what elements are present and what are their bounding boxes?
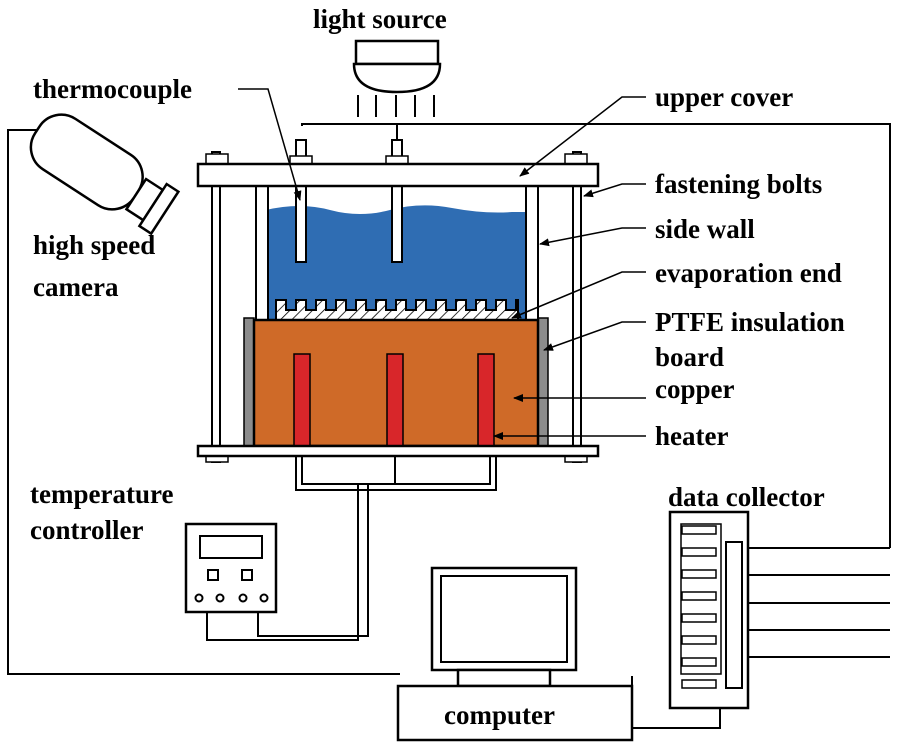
label-camera-line1: high speed bbox=[33, 230, 155, 260]
label-temp-line2: controller bbox=[30, 515, 143, 545]
upper-cover bbox=[196, 162, 600, 188]
label-thermocouple: thermocouple bbox=[33, 74, 192, 104]
data-collector-icon bbox=[668, 510, 750, 710]
label-fastening-bolts: fastening bolts bbox=[655, 169, 822, 199]
controller-icon bbox=[184, 522, 278, 614]
base-plate bbox=[196, 444, 600, 458]
heater-rod bbox=[477, 353, 495, 447]
label-ptfe-line2: board bbox=[655, 342, 724, 372]
signal-wiring bbox=[7, 123, 891, 729]
label-light-source: light source bbox=[313, 4, 447, 34]
light-source-icon bbox=[352, 39, 442, 117]
side-wall-left bbox=[255, 177, 269, 321]
label-upper-cover: upper cover bbox=[655, 82, 793, 112]
heater-rod bbox=[386, 353, 404, 447]
evaporation-end bbox=[275, 299, 519, 323]
side-wall-right bbox=[525, 177, 539, 321]
label-evaporation-end: evaporation end bbox=[655, 258, 842, 288]
label-camera-line2: camera bbox=[33, 272, 119, 302]
leader-lines bbox=[238, 88, 646, 440]
label-ptfe-line1: PTFE insulation bbox=[655, 307, 845, 337]
label-temp-line1: temperature bbox=[30, 479, 173, 509]
camera-icon bbox=[29, 113, 181, 236]
label-side-wall: side wall bbox=[655, 214, 755, 244]
ptfe-insulation-left bbox=[243, 317, 255, 447]
label-computer: computer bbox=[444, 700, 555, 730]
ptfe-insulation-right bbox=[537, 317, 549, 447]
heater-wiring bbox=[295, 456, 497, 491]
thermocouples bbox=[289, 124, 409, 263]
label-heater: heater bbox=[655, 421, 728, 451]
label-data-collector: data collector bbox=[668, 482, 825, 512]
label-copper: copper bbox=[655, 374, 735, 404]
heater-rod bbox=[293, 353, 311, 447]
monitor-icon bbox=[396, 566, 634, 742]
